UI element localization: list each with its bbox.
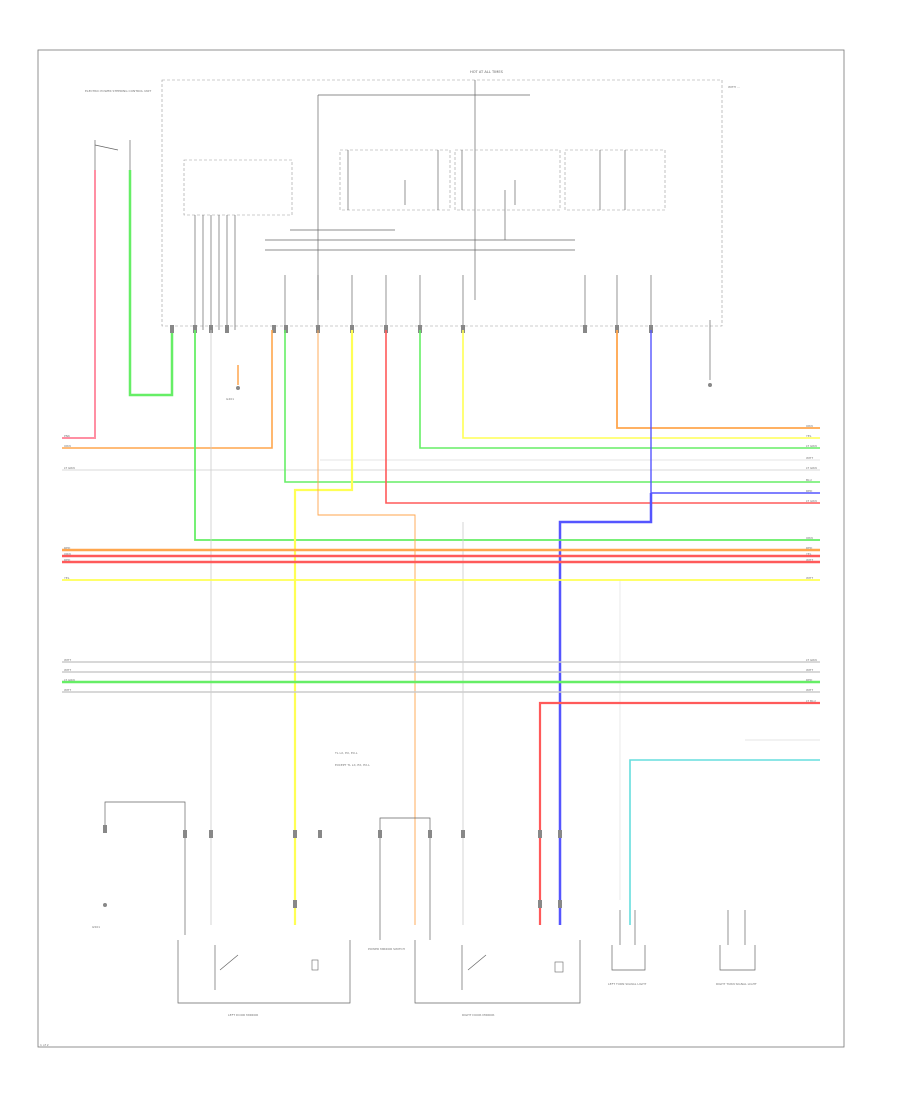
relay-outline — [183, 159, 293, 216]
right-component-2: RIGHT TURN SIGNAL LIGHT — [716, 982, 757, 986]
right-wire-label: RED — [806, 489, 813, 493]
ground-symbol — [236, 386, 240, 390]
left-door-mirror — [177, 940, 351, 1004]
right-door-mirror — [414, 940, 581, 1004]
left-wire-label: WHT — [64, 668, 71, 672]
right-wire-label: WHT — [806, 456, 813, 460]
ground-label: G201 — [226, 397, 234, 401]
left-wire-label: WHT — [64, 658, 71, 662]
left-ground-symbol — [103, 903, 107, 907]
left-wire-label: YEL — [64, 576, 70, 580]
page-footer: 1 of 2 — [40, 1043, 49, 1047]
right-wire-label: RED — [806, 546, 813, 550]
connector-markers — [170, 325, 653, 333]
left-wire-label: LT GRN — [64, 466, 75, 470]
center-module-label: POWER MIRROR SWITCH — [368, 947, 405, 951]
right-wire-label: BLU — [806, 478, 812, 482]
lower-connector-markers — [103, 825, 562, 908]
left-wire-label: ORN — [64, 444, 71, 448]
switch-top-left — [94, 140, 131, 170]
wire-pink-vertical — [62, 170, 96, 439]
right-wire-label: LT GRN — [806, 466, 817, 470]
right-wire-label: WHT — [806, 668, 813, 672]
left-ground-label: G501 — [92, 925, 100, 929]
left-wire-label: ORN — [64, 552, 71, 556]
fuse-row — [284, 275, 711, 380]
turn-signal-left — [611, 910, 646, 971]
left-mirror-caption: LEFT DOOR MIRROR — [228, 1013, 258, 1017]
legend-line-2: EXCEPT TL LX, EX, EX-L — [335, 763, 370, 767]
relay-bundle — [194, 215, 236, 330]
diagram-border — [37, 49, 845, 1048]
right-wire-label: LT BLU — [806, 699, 816, 703]
left-wire-label: RED — [64, 546, 71, 550]
right-wire-label: ORN — [806, 536, 813, 540]
ground-symbol-right — [708, 383, 712, 387]
left-wire-label: WHT — [64, 688, 71, 692]
legend-line-1: TL LX, EX, EX-L — [334, 751, 358, 755]
top-right-note: WITH ... — [728, 85, 740, 89]
left-wire-label: PNK — [64, 434, 71, 438]
relay-3 — [564, 149, 666, 211]
right-wire-label: LT GRN — [806, 658, 817, 662]
wire-green-down — [194, 330, 820, 541]
relay-2 — [454, 149, 561, 211]
top-left-component-label: ELECTRIC POWER STEERING CONTROL UNIT — [85, 89, 151, 93]
right-wire-label: LT GRN — [806, 499, 817, 503]
right-wire-label: WHT — [806, 576, 813, 580]
wire-orange-long — [317, 330, 416, 925]
right-wire-labels: ORN YEL LT GRN WHT LT GRN BLU RED LT GRN ORN RED Y… — [806, 424, 817, 703]
turn-signal-right — [719, 910, 756, 971]
right-mirror-caption: RIGHT DOOR MIRROR — [462, 1013, 495, 1017]
left-wire-labels: PNK ORN LT GRN RED ORN RED YEL WHT WHT LT GRN WHT — [64, 434, 75, 692]
middle-harness — [62, 548, 820, 581]
lower-harness — [62, 661, 820, 925]
wire-green-vertical — [128, 170, 174, 397]
fuse-box-outline — [161, 79, 723, 327]
right-wire-label: WHT — [806, 558, 813, 562]
top-center-label: HOT AT ALL TIMES — [470, 70, 504, 74]
wire-yellow-long — [293, 330, 354, 925]
right-wire-label: WHT — [806, 688, 813, 692]
right-component-1: LEFT TURN SIGNAL LIGHT — [608, 982, 647, 986]
right-wire-label: RED — [806, 678, 813, 682]
left-ground-loop — [104, 801, 186, 935]
right-wire-label: YEL — [806, 434, 812, 438]
right-wire-label: YEL — [806, 552, 812, 556]
upper-harness — [62, 330, 820, 925]
relay-1 — [339, 149, 451, 211]
right-wire-label: ORN — [806, 424, 813, 428]
center-loop — [379, 817, 431, 940]
right-wire-label: LT GRN — [806, 444, 817, 448]
left-wire-label: RED — [64, 558, 71, 562]
left-wire-label: LT GRN — [64, 678, 75, 682]
